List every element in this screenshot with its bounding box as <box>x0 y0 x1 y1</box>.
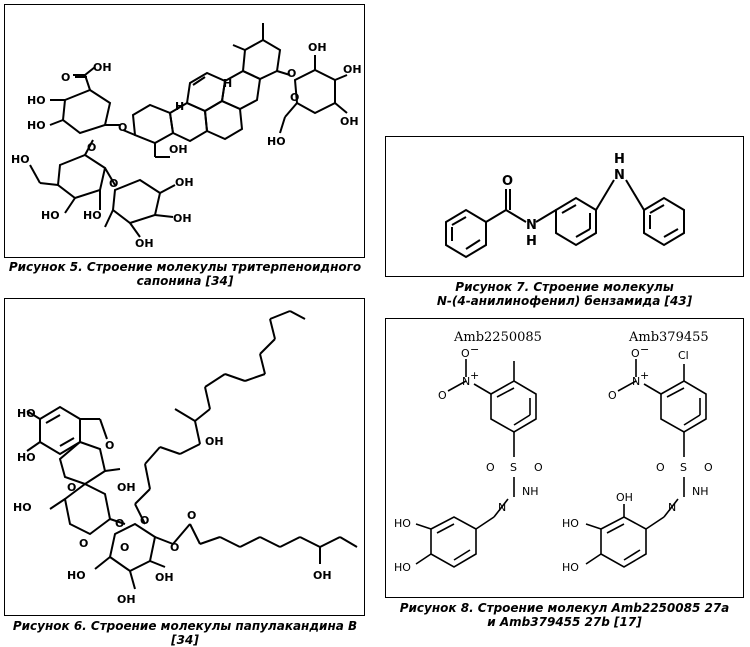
atom-oh: OH <box>205 435 224 448</box>
atom-o: O <box>631 347 640 360</box>
atom-ho: HO <box>11 153 30 166</box>
atom-ho: HO <box>562 517 579 530</box>
atom-oh: OH <box>155 571 174 584</box>
atom-n: N <box>498 501 506 514</box>
atom-oh: OH <box>117 593 136 606</box>
atom-n: N <box>526 218 537 233</box>
figure-7-caption: Рисунок 7. Строение молекулы N-(4-анилин… <box>385 280 744 308</box>
atom-oh: OH <box>117 481 136 494</box>
atom-cl: Cl <box>678 349 689 362</box>
caption-line: N-(4-анилинофенил) бензамида [43] <box>436 294 693 308</box>
atom-minus: − <box>640 343 649 356</box>
caption-line: Рисунок 8. Строение молекул Amb2250085 2… <box>399 601 730 615</box>
atom-ho: HO <box>41 209 60 222</box>
atom-o: O <box>120 541 129 554</box>
atom-o: O <box>118 121 127 134</box>
atom-ho: HO <box>13 501 32 514</box>
atom-o: O <box>140 514 149 527</box>
atom-ho: HO <box>267 135 286 148</box>
atom-oh: OH <box>173 212 192 225</box>
molecule-a-name: Amb2250085 <box>453 330 542 345</box>
molecule-b-name: Amb379455 <box>628 330 709 345</box>
atom-ho: HO <box>562 561 579 574</box>
atom-n: N <box>462 375 470 388</box>
atom-o: O <box>87 141 96 154</box>
atom-oh: OH <box>616 491 633 504</box>
atom-o: O <box>704 461 713 474</box>
atom-s: S <box>680 461 687 474</box>
atom-ho: HO <box>17 407 36 420</box>
atom-n: N <box>632 375 640 388</box>
atom-plus: + <box>470 369 479 382</box>
atom-o: O <box>105 439 114 452</box>
atom-plus: + <box>640 369 649 382</box>
caption-line: Рисунок 7. Строение молекулы <box>455 280 674 294</box>
atom-oh: OH <box>135 237 154 250</box>
atom-oh: OH <box>308 41 327 54</box>
atom-oh: OH <box>175 176 194 189</box>
figure-5-frame: OH O HO HO O O HO HO HO O OH OH OH OH H … <box>4 4 365 258</box>
atom-ho: HO <box>27 119 46 132</box>
atom-o: O <box>461 347 470 360</box>
atom-o: O <box>287 67 296 80</box>
figure-5-structure: OH O HO HO O O HO HO HO O OH OH OH OH H … <box>11 23 362 250</box>
atom-oh: OH <box>340 115 359 128</box>
atom-o: O <box>534 461 543 474</box>
figure-7-structure: O N H H N <box>445 152 685 259</box>
atom-o: O <box>290 91 299 104</box>
atom-o: O <box>109 177 118 190</box>
atom-o: O <box>502 174 513 189</box>
atom-h: H <box>223 77 232 90</box>
atom-nh: NH <box>522 485 539 498</box>
atom-h: H <box>175 100 184 113</box>
atom-oh: OH <box>169 143 188 156</box>
caption-line: сапонина [34] <box>136 274 234 288</box>
atom-ho: HO <box>394 561 411 574</box>
atom-ho: HO <box>27 94 46 107</box>
atom-nh: NH <box>692 485 709 498</box>
atom-n: N <box>614 168 625 183</box>
figure-7-frame: O N H H N <box>385 136 744 277</box>
figure-5-caption: Рисунок 5. Строение молекулы тритерпенои… <box>0 260 370 288</box>
atom-o: O <box>170 541 179 554</box>
atom-o: O <box>608 389 617 402</box>
atom-n: N <box>668 501 676 514</box>
atom-minus: − <box>470 343 479 356</box>
figure-6-frame: OH HO HO O O OH HO O O O O O O HO OH OH … <box>4 298 365 616</box>
atom-ho: HO <box>83 209 102 222</box>
atom-o: O <box>438 389 447 402</box>
atom-h: H <box>614 152 625 167</box>
atom-o: O <box>187 509 196 522</box>
atom-o: O <box>67 481 76 494</box>
figure-8-frame: Amb2250085 Amb379455 <box>385 318 744 598</box>
figure-8-caption: Рисунок 8. Строение молекул Amb2250085 2… <box>385 601 744 629</box>
caption-line: Рисунок 5. Строение молекулы тритерпенои… <box>8 260 362 274</box>
atom-o: O <box>486 461 495 474</box>
atom-oh: OH <box>93 61 112 74</box>
atom-o: O <box>115 517 124 530</box>
caption-line: и Amb379455 27b [17] <box>487 615 642 629</box>
atom-o: O <box>61 71 70 84</box>
atom-ho: HO <box>394 517 411 530</box>
atom-o: O <box>79 537 88 550</box>
atom-h: H <box>526 234 537 249</box>
atom-ho: HO <box>67 569 86 582</box>
figure-8-structure: Amb2250085 Amb379455 <box>394 330 713 574</box>
atom-s: S <box>510 461 517 474</box>
atom-ho: HO <box>17 451 36 464</box>
figure-6-structure: OH HO HO O O OH HO O O O O O O HO OH OH … <box>13 310 358 606</box>
atom-o: O <box>656 461 665 474</box>
atom-oh: OH <box>343 63 362 76</box>
atom-oh: OH <box>313 569 332 582</box>
